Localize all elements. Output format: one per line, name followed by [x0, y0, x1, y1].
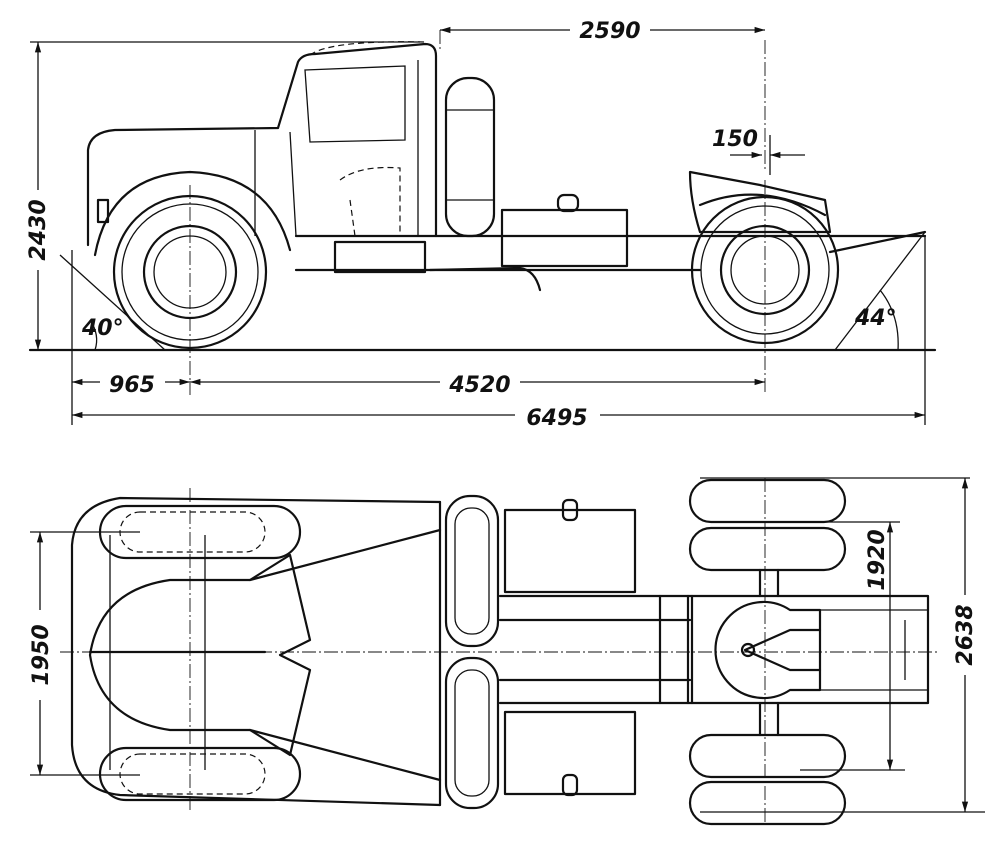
- fuel-tank-top-left: [503, 508, 637, 594]
- dimension-1920: 1920: [800, 521, 905, 771]
- dimension-2430: 2430: [26, 41, 420, 350]
- seat-dashed: [339, 166, 401, 237]
- fuel-tank-top-right: [503, 710, 637, 796]
- rear-frame-end: [820, 609, 929, 691]
- door-lines: [254, 60, 419, 237]
- spare-tire-lower-inner: [454, 669, 490, 797]
- fuel-tank: [500, 208, 629, 268]
- fuel-cap: [556, 193, 580, 213]
- dimension-4520: 4520: [189, 373, 765, 398]
- spare-tire-top-lower: [444, 656, 500, 810]
- fifth-wheel-side: [688, 170, 832, 234]
- hood-panel-lines: [109, 535, 206, 770]
- fuel-cap-top-left: [561, 498, 579, 522]
- fuel-cap-top-right: [561, 773, 579, 797]
- side-view: 2590 150 2430 40° 44° 965 4520: [26, 19, 937, 431]
- roof-dashed: [309, 41, 426, 56]
- spare-tire-upper-inner: [454, 507, 490, 635]
- frame-rail: [294, 230, 927, 272]
- dimension-2590: 2590: [440, 19, 765, 44]
- dim-label-150: 150: [712, 127, 758, 152]
- dim-label-6495: 6495: [526, 406, 587, 431]
- windshield-top: [248, 553, 312, 757]
- rear-tire-1: [688, 478, 847, 524]
- fifth-wheel-top: [714, 600, 822, 700]
- dim-label-965: 965: [109, 373, 155, 398]
- front-tire-left-hidden: [119, 511, 266, 553]
- top-axle-centerlines: [189, 478, 766, 825]
- dimension-965: 965: [71, 250, 191, 425]
- dim-label-4520: 4520: [448, 373, 510, 398]
- dim-label-2590: 2590: [579, 19, 640, 44]
- front-tire-right-hidden: [119, 753, 266, 795]
- dim-label-1950: 1950: [29, 624, 54, 685]
- spare-tire-top-upper: [444, 494, 500, 648]
- top-view: 1950 1920 2638: [29, 477, 985, 826]
- spare-tire-side: [444, 76, 496, 238]
- cab-top-outline: [70, 496, 442, 807]
- departure-arc: [879, 289, 899, 351]
- dim-label-2638: 2638: [953, 604, 978, 665]
- dimension-1950: 1950: [29, 531, 140, 776]
- dimension-6495: 6495: [72, 235, 926, 431]
- cab-window: [304, 65, 406, 143]
- dimension-150: 150: [712, 127, 805, 175]
- axle-centerlines: [189, 40, 766, 395]
- headlight: [96, 198, 110, 224]
- approach-angle-line: [59, 254, 166, 351]
- rear-tire-4: [688, 780, 847, 826]
- dimension-2638: 2638: [700, 477, 985, 813]
- dim-label-2430: 2430: [26, 199, 51, 260]
- hood-top: [88, 528, 442, 782]
- front-tire-right: [98, 746, 302, 802]
- approach-arc: [89, 319, 98, 351]
- dim-label-departure-angle: 44°: [854, 306, 897, 331]
- dim-label-approach-angle: 40°: [81, 316, 124, 341]
- rear-tire-2: [688, 526, 847, 572]
- rear-tire-3: [688, 733, 847, 779]
- rear-fender: [698, 193, 827, 217]
- dim-label-1920: 1920: [865, 529, 890, 590]
- exhaust-pipe: [428, 266, 542, 292]
- front-fender: [93, 170, 292, 257]
- battery-box: [333, 240, 427, 274]
- spare-tire-lines: [446, 109, 494, 201]
- frame-crossmember: [658, 594, 694, 705]
- frame-top: [498, 594, 930, 705]
- rear-axle: [758, 568, 780, 737]
- cab-outline: [86, 42, 438, 247]
